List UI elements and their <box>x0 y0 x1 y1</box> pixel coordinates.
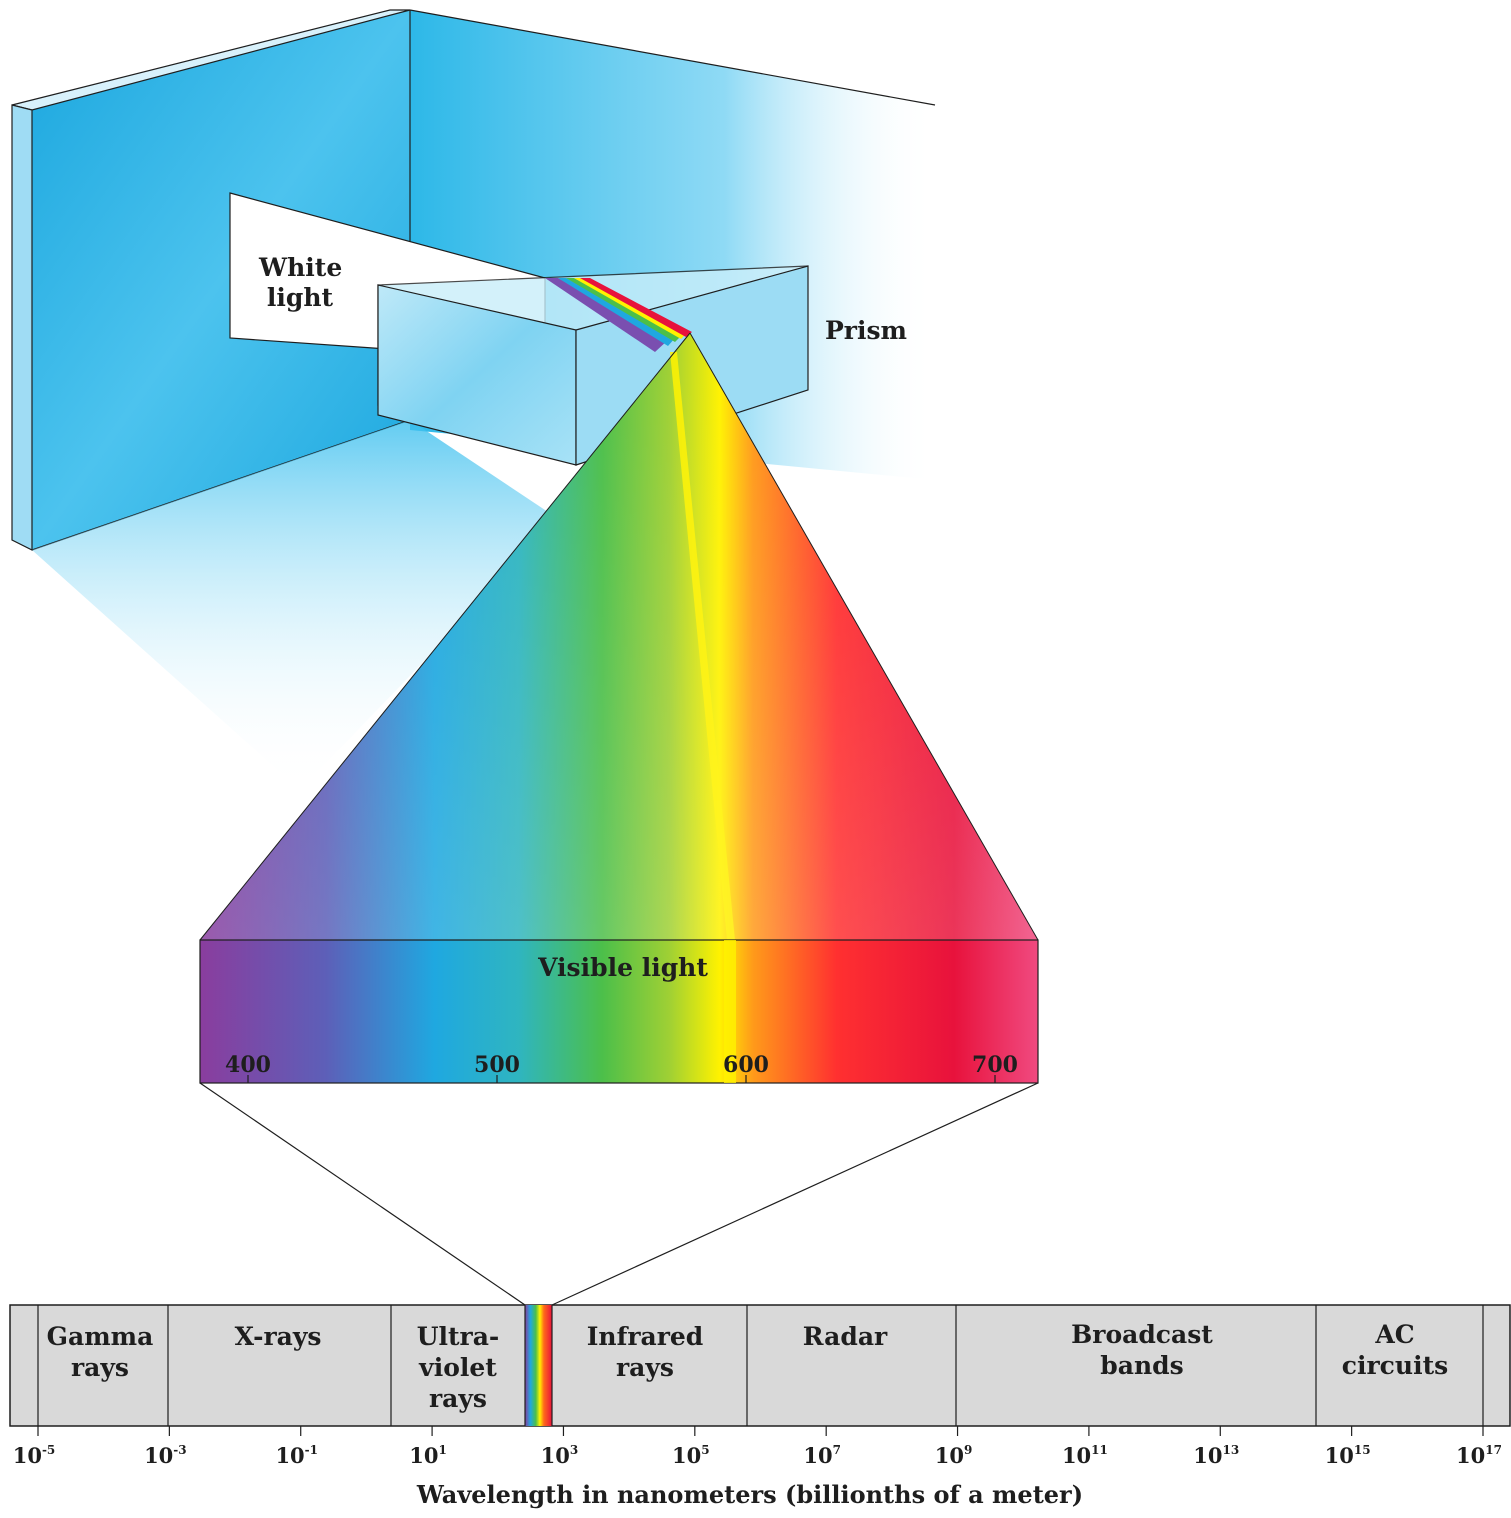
spectrum-bar-background <box>9 1304 1511 1427</box>
tick-exponent: 9 <box>964 1443 972 1457</box>
visible-tick-label: 400 <box>225 1052 271 1078</box>
band-label-line: circuits <box>1342 1351 1448 1380</box>
tick-base: 10 <box>1325 1443 1354 1468</box>
band-label-line: Broadcast <box>1071 1320 1213 1349</box>
band-dividers <box>37 1305 1484 1426</box>
band-label-line: Infrared <box>587 1322 704 1351</box>
beam-yellow <box>574 278 686 339</box>
wavelength-tick-label: 10-1 <box>275 1443 318 1468</box>
floor-shadow <box>32 420 560 790</box>
tick-exponent: 7 <box>833 1443 841 1457</box>
tick-exponent: -3 <box>173 1443 186 1457</box>
band-label-line: AC <box>1374 1320 1414 1349</box>
axis-title: Wavelength in nanometers (billionths of … <box>416 1480 1083 1509</box>
tick-exponent: 17 <box>1485 1443 1502 1457</box>
tick-base: 10 <box>1062 1443 1091 1468</box>
band-label-line: rays <box>616 1353 674 1382</box>
tick-exponent: 15 <box>1354 1443 1371 1457</box>
visible-light-ticks: 400 500 600 700 <box>225 1052 1018 1083</box>
spectrum-visible-strip <box>525 1305 552 1426</box>
beam-violet <box>545 278 668 352</box>
visible-light-title: Visible light <box>537 953 708 982</box>
tick-base: 10 <box>935 1443 964 1468</box>
wavelength-tick-label: 107 <box>803 1443 841 1468</box>
band-label-line: rays <box>71 1353 129 1382</box>
wavelength-tick-label: 10-5 <box>13 1443 56 1468</box>
tick-base: 10 <box>1193 1443 1222 1468</box>
band-label-line: Radar <box>803 1322 888 1351</box>
zoom-line-left <box>199 1082 526 1306</box>
tick-base: 10 <box>1456 1443 1485 1468</box>
visible-tick-label: 500 <box>474 1052 520 1078</box>
wavelength-tick-label: 1013 <box>1193 1443 1239 1468</box>
visible-light-strip <box>199 939 1039 1084</box>
fan-left-edge <box>199 332 691 941</box>
band-label-line: rays <box>429 1384 487 1413</box>
visible-yellow-band <box>724 940 736 1083</box>
tick-base: 10 <box>13 1443 42 1468</box>
beam-blue <box>558 278 675 346</box>
wavelength-tick-label: 1017 <box>1456 1443 1502 1468</box>
white-light-label: White light <box>258 253 351 312</box>
visible-tick-label: 700 <box>972 1052 1018 1078</box>
beam-red <box>580 278 692 337</box>
wavelength-tick-label: 103 <box>541 1443 579 1468</box>
band-label-line: bands <box>1100 1351 1183 1380</box>
tick-base: 10 <box>144 1443 173 1468</box>
visible-tick-label: 600 <box>723 1052 769 1078</box>
band-label-line: Ultra- <box>417 1322 500 1351</box>
band-label: Radar <box>803 1322 888 1351</box>
visible-light-box: Visible light 400 500 600 700 <box>199 939 1039 1306</box>
tick-base: 10 <box>275 1443 304 1468</box>
fan-right-edge <box>689 332 1039 941</box>
band-label-line: X-rays <box>235 1322 322 1351</box>
tick-exponent: 5 <box>701 1443 709 1457</box>
wavelength-tick-label: 10-3 <box>144 1443 187 1468</box>
tick-base: 10 <box>803 1443 832 1468</box>
wall-thickness <box>11 104 33 551</box>
band-label-line: Gamma <box>47 1322 154 1351</box>
tick-exponent: 3 <box>570 1443 578 1457</box>
tick-base: 10 <box>672 1443 701 1468</box>
wavelength-tick-label: 109 <box>935 1443 973 1468</box>
zoom-line-right <box>551 1082 1039 1306</box>
prism-label: Prism <box>825 316 907 345</box>
tick-exponent: 1 <box>439 1443 447 1457</box>
wavelength-tick-label: 105 <box>672 1443 710 1468</box>
white-light-label-line-1: White <box>258 253 342 282</box>
wavelength-tick-label: 1011 <box>1062 1443 1108 1468</box>
tick-base: 10 <box>409 1443 438 1468</box>
band-label: X-rays <box>235 1322 322 1351</box>
wavelength-tick-label: 1015 <box>1325 1443 1371 1468</box>
band-label-line: violet <box>418 1353 497 1382</box>
light-beam <box>545 278 692 352</box>
dispersion-fan <box>199 332 1039 941</box>
fan-overlay <box>200 333 1038 940</box>
beam-green <box>566 278 681 342</box>
side-wall <box>32 10 410 550</box>
tick-base: 10 <box>541 1443 570 1468</box>
ceiling-line <box>409 9 936 106</box>
tick-exponent: 11 <box>1091 1443 1108 1457</box>
tick-exponent: 13 <box>1223 1443 1240 1457</box>
tick-exponent: -5 <box>42 1443 55 1457</box>
tick-exponent: -1 <box>305 1443 318 1457</box>
wavelength-tick-label: 101 <box>409 1443 447 1468</box>
white-light-label-line-2: light <box>267 283 334 312</box>
